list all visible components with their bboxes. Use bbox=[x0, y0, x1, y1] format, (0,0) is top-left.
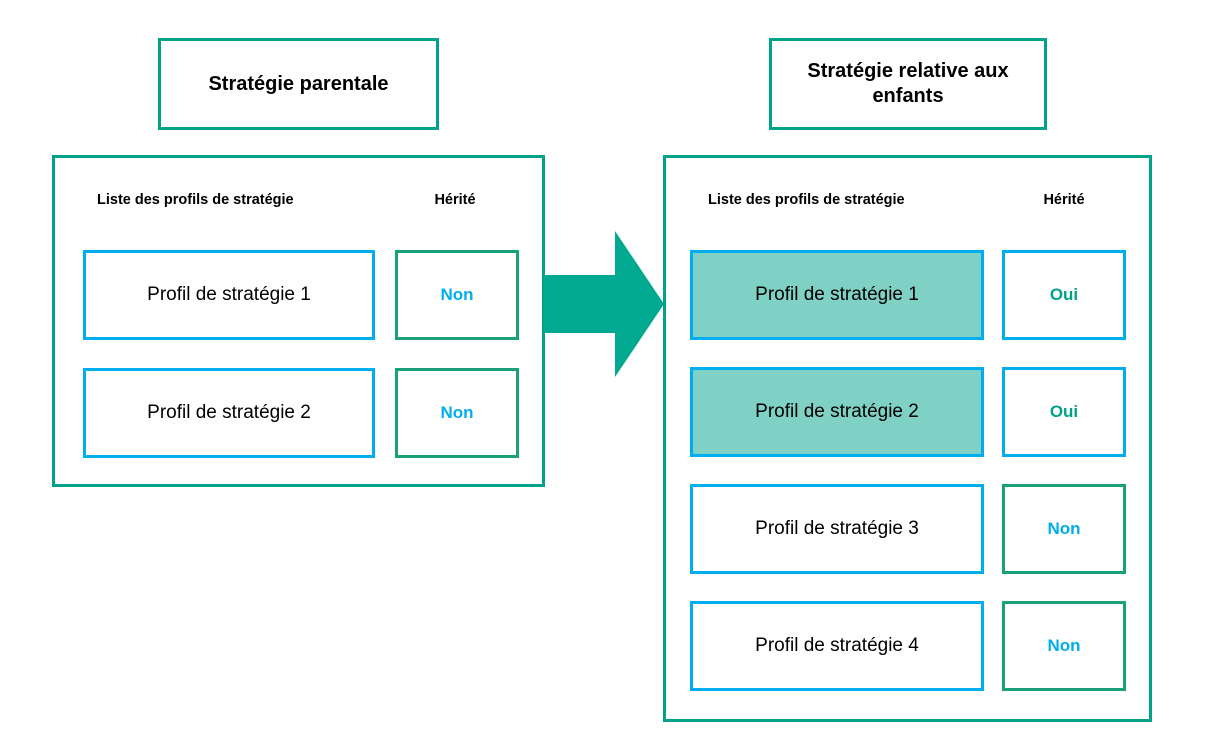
column-header-inherited: Hérité bbox=[434, 192, 476, 208]
child-profile-box-3[interactable]: Profil de stratégie 3 bbox=[690, 484, 984, 574]
parent-profile-box-2[interactable]: Profil de stratégie 2 bbox=[83, 368, 375, 458]
child-inherited-value-3[interactable]: Non bbox=[1002, 484, 1126, 574]
child-profile-box-4[interactable]: Profil de stratégie 4 bbox=[690, 601, 984, 691]
table-row: Profil de stratégie 2 Non bbox=[55, 368, 542, 458]
right-arrow-icon bbox=[544, 231, 664, 377]
children-column-headers: Liste des profils de stratégie Hérité bbox=[666, 192, 1149, 220]
child-inherited-value-2[interactable]: Oui bbox=[1002, 367, 1126, 457]
parent-column-headers: Liste des profils de stratégie Hérité bbox=[55, 192, 542, 220]
table-row: Profil de stratégie 2 Oui bbox=[666, 367, 1149, 457]
child-profile-box-2[interactable]: Profil de stratégie 2 bbox=[690, 367, 984, 457]
parent-inherited-value-2[interactable]: Non bbox=[395, 368, 519, 458]
parent-profile-box-1[interactable]: Profil de stratégie 1 bbox=[83, 250, 375, 340]
parent-inherited-value-1[interactable]: Non bbox=[395, 250, 519, 340]
column-header-profiles: Liste des profils de stratégie bbox=[708, 192, 905, 208]
table-row: Profil de stratégie 3 Non bbox=[666, 484, 1149, 574]
column-header-profiles: Liste des profils de stratégie bbox=[97, 192, 294, 208]
child-profile-box-1[interactable]: Profil de stratégie 1 bbox=[690, 250, 984, 340]
table-row: Profil de stratégie 1 Oui bbox=[666, 250, 1149, 340]
column-header-inherited: Hérité bbox=[1043, 192, 1085, 208]
child-inherited-value-4[interactable]: Non bbox=[1002, 601, 1126, 691]
table-row: Profil de stratégie 1 Non bbox=[55, 250, 542, 340]
children-strategy-title: Stratégie relative aux enfants bbox=[769, 38, 1047, 130]
parent-strategy-title: Stratégie parentale bbox=[158, 38, 439, 130]
table-row: Profil de stratégie 4 Non bbox=[666, 601, 1149, 691]
children-strategy-panel: Liste des profils de stratégie Hérité Pr… bbox=[663, 155, 1152, 722]
child-inherited-value-1[interactable]: Oui bbox=[1002, 250, 1126, 340]
parent-strategy-panel: Liste des profils de stratégie Hérité Pr… bbox=[52, 155, 545, 487]
